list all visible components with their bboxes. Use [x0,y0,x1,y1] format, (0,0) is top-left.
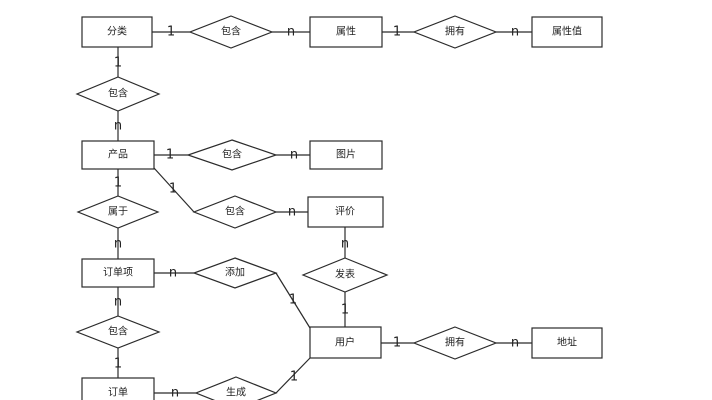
entity-label: 产品 [108,148,128,161]
entity-label: 属性值 [552,25,582,38]
cardinality-label: 1 [341,303,349,318]
entity-order[interactable]: 订单 [81,377,155,400]
cardinality-label: n [114,295,122,310]
cardinality-label: 1 [290,370,298,385]
entity-label: 评价 [335,206,355,218]
relationship-product-review[interactable]: 包含 [192,195,278,229]
entity-category[interactable]: 分类 [81,16,153,48]
cardinality-label: 1 [114,357,122,372]
cardinality-label: n [171,386,179,400]
cardinality-label: 1 [114,56,122,71]
relationship-user-review[interactable]: 发表 [301,257,389,293]
relationship-category-attribute[interactable]: 包含 [188,15,274,49]
cardinality-label: 1 [114,176,122,191]
relationship-label: 发表 [335,268,355,281]
entity-product[interactable]: 产品 [81,140,155,170]
relationship-label: 添加 [225,266,245,279]
relationship-label: 包含 [225,205,245,218]
entity-order-item[interactable]: 订单项 [81,258,155,288]
cardinality-label: n [341,237,349,252]
cardinality-label: n [288,205,296,220]
cardinalities: 1 n 1 n 1 n 1 n 1 n 1 n n 1 n 1 1 n n 1 … [114,25,519,400]
relationship-label: 拥有 [445,336,465,349]
entity-label: 分类 [107,25,127,38]
entity-attribute-value[interactable]: 属性值 [531,16,603,48]
edge-product-contains-review [153,167,195,213]
entity-label: 订单项 [103,267,133,279]
cardinality-label: n [290,148,298,163]
entities: 分类 属性 属性值 产品 图片 评价 订单项 用户 [81,16,603,400]
cardinality-label: 1 [166,148,174,163]
cardinality-label: 1 [167,25,175,40]
entity-label: 订单 [108,387,128,399]
edge-add-user [275,272,311,329]
cardinality-label: 1 [289,293,297,308]
entity-review[interactable]: 评价 [307,196,384,228]
relationship-attribute-value[interactable]: 拥有 [412,15,498,49]
entity-attribute[interactable]: 属性 [309,16,383,48]
cardinality-label: n [287,25,295,40]
relationship-label: 拥有 [445,25,465,38]
relationship-label: 包含 [221,25,241,38]
relationship-order-user[interactable]: 生成 [194,376,278,400]
relationship-category-product[interactable]: 包含 [75,76,161,112]
cardinality-label: 1 [393,336,401,351]
entity-address[interactable]: 地址 [531,327,603,359]
relationship-label: 包含 [108,325,128,338]
entity-label: 图片 [336,148,356,161]
entity-label: 用户 [335,336,355,349]
relationship-orderitem-user[interactable]: 添加 [192,257,278,289]
cardinality-label: n [114,237,122,252]
relationship-orderitem-order[interactable]: 包含 [75,315,161,349]
edge-generate-user [275,357,311,394]
cardinality-label: n [511,336,519,351]
cardinality-label: n [114,119,122,134]
relationship-label: 属于 [108,206,128,218]
entity-label: 地址 [557,336,577,349]
edges [117,31,532,394]
relationship-user-address[interactable]: 拥有 [412,326,498,360]
cardinality-label: 1 [393,25,401,40]
cardinality-label: n [511,25,519,40]
relationship-label: 生成 [226,386,246,399]
entity-label: 属性 [336,25,356,38]
relationship-product-orderitem[interactable]: 属于 [76,195,160,229]
entity-user[interactable]: 用户 [309,326,382,359]
cardinality-label: 1 [169,182,177,197]
relationships: 包含 拥有 包含 包含 包含 属于 添加 发表 [75,15,498,400]
cardinality-label: n [169,266,177,281]
relationship-label: 包含 [222,148,242,161]
entity-image[interactable]: 图片 [309,140,383,170]
relationship-product-image[interactable]: 包含 [186,139,278,171]
relationship-label: 包含 [108,87,128,100]
